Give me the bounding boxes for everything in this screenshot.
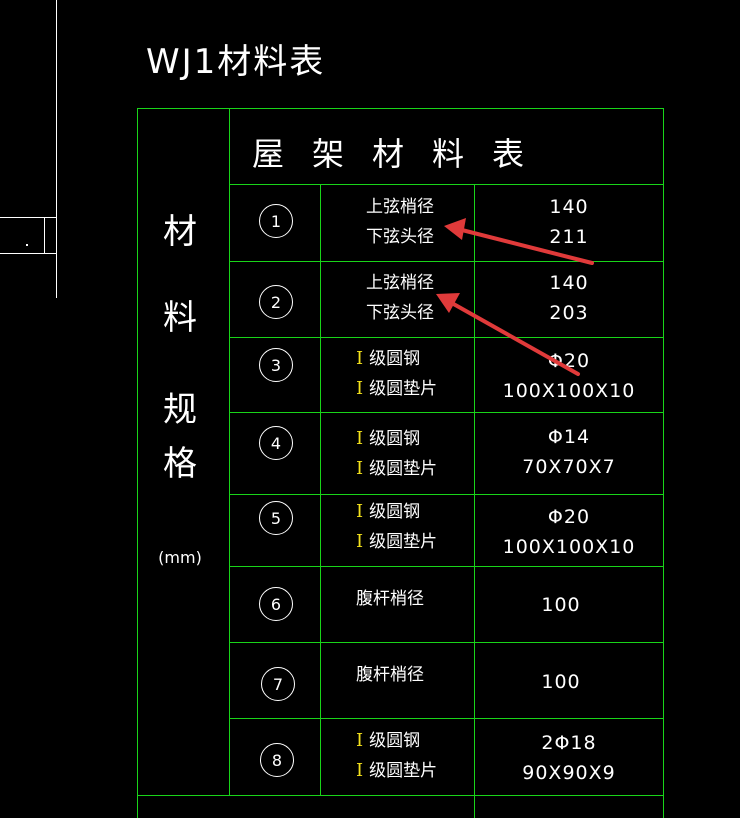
row-number-circle: 7 [261,667,295,701]
drawing-title: WJ1材料表 [146,42,326,82]
material-value: 140 203 [476,268,662,328]
row-number-circle: 4 [259,426,293,460]
row-number-circle: 1 [259,204,293,238]
cad-line-horizontal [0,253,57,254]
row-number-circle: 6 [259,587,293,621]
grid-line [137,795,664,796]
steel-grade-mark: I [356,458,364,479]
steel-grade-mark: I [356,730,364,751]
grid-line [137,108,664,109]
material-name: 腹杆梢径 [340,584,440,614]
value-line: 100X100X10 [502,380,636,402]
steel-grade-mark: I [356,531,364,552]
material-value: Φ20 100X100X10 [476,346,662,406]
material-name-line: 下弦头径 [366,227,434,247]
row-number: 5 [270,508,282,528]
material-name-line: 级圆垫片 [369,379,438,399]
value-line: Φ20 [547,506,591,528]
material-value: 2Φ18 90X90X9 [476,728,662,788]
grid-line [229,412,664,413]
material-name: 上弦梢径 下弦头径 [340,268,460,328]
value-line: 140 [549,196,589,218]
value-line: Φ20 [547,350,591,372]
material-value: Φ14 70X70X7 [476,422,662,482]
grid-line [229,337,664,338]
material-value: 140 211 [476,192,662,252]
side-label-char: 材 [163,212,197,252]
cad-dot [26,244,28,246]
side-label-char: 格 [163,444,197,484]
value-line: 203 [549,302,589,324]
cad-line-horizontal [0,217,57,218]
material-name-line: 级圆垫片 [369,532,438,552]
grid-line [320,184,321,795]
row-number: 3 [270,355,282,375]
steel-grade-mark: I [356,348,364,369]
steel-grade-mark: I [356,760,364,781]
annotation-arrow-2 [436,293,580,376]
material-name-line: 上弦梢径 [366,197,434,217]
row-number: 2 [270,292,282,312]
row-number: 6 [270,594,282,614]
material-value: 100 [476,590,646,620]
grid-line [229,494,664,495]
material-name-line: 腹杆梢径 [356,665,424,685]
steel-grade-mark: I [356,428,364,449]
row-number: 1 [270,211,282,231]
material-name-line: 下弦头径 [366,303,434,323]
row-number-circle: 2 [259,285,293,319]
material-name-line: 级圆垫片 [369,459,438,479]
row-number-circle: 5 [259,501,293,535]
row-number: 7 [272,674,284,694]
material-name: 上弦梢径 下弦头径 [340,192,460,252]
row-number-circle: 8 [260,743,294,777]
grid-line [229,642,664,643]
grid-line [474,184,475,818]
row-number: 8 [271,750,283,770]
material-name-line: 级圆钢 [369,502,421,522]
material-value: 100 [476,667,646,697]
grid-line [229,184,664,185]
value-line: 70X70X7 [522,456,616,478]
table-header: 屋架材料表 [252,135,553,173]
value-line: 100X100X10 [502,536,636,558]
cad-line-vertical [44,217,45,254]
grid-line [229,718,664,719]
steel-grade-mark: I [356,501,364,522]
steel-grade-mark: I [356,378,364,399]
value-line: 100 [541,594,581,616]
cad-line-vertical [56,0,57,298]
side-label-char: 料 [163,298,197,338]
material-value: Φ20 100X100X10 [476,502,662,562]
grid-line [137,108,138,818]
value-line: 90X90X9 [522,762,616,784]
material-name-line: 级圆垫片 [369,761,438,781]
grid-line [663,108,664,818]
value-line: 2Φ18 [541,732,597,754]
grid-line [229,261,664,262]
value-line: Φ14 [547,426,591,448]
side-label-unit: (mm) [158,548,202,567]
row-number: 4 [270,433,282,453]
material-name-line: 级圆钢 [369,349,421,369]
material-name-line: 级圆钢 [369,731,421,751]
annotation-arrow-1 [444,218,594,265]
material-name: 腹杆梢径 [340,660,440,690]
grid-line [229,108,230,795]
material-name-line: 腹杆梢径 [356,589,424,609]
material-name-line: 级圆钢 [369,429,421,449]
value-line: 100 [541,671,581,693]
material-name-line: 上弦梢径 [366,273,434,293]
value-line: 211 [549,226,589,248]
row-number-circle: 3 [259,348,293,382]
value-line: 140 [549,272,589,294]
grid-line [229,566,664,567]
side-label-char: 规 [163,390,197,430]
